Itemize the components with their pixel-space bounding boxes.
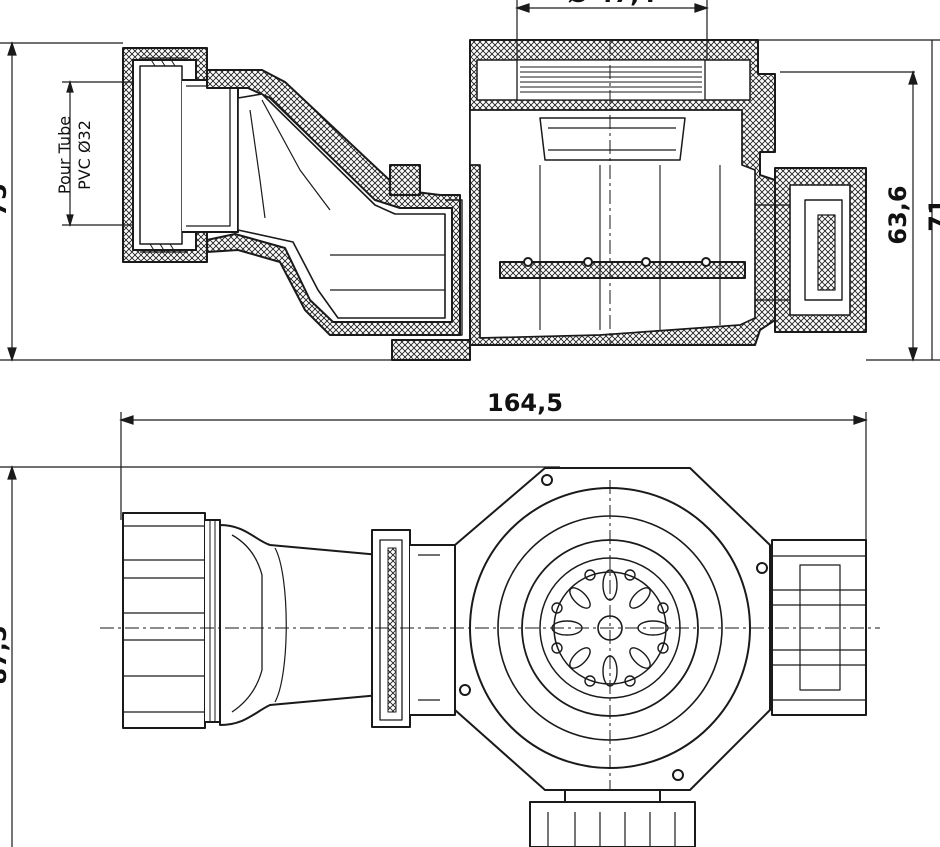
plan-view	[100, 467, 880, 847]
pipe-sleeve	[182, 79, 239, 233]
right-cap	[755, 167, 867, 333]
plan-left-nut	[122, 512, 221, 729]
mid-flange	[389, 164, 471, 361]
right-inner-height-dimension: 63,6	[884, 185, 912, 244]
pipe-note-line1: Pour Tube	[55, 116, 74, 194]
plan-elbow	[219, 524, 381, 726]
plan-body	[454, 467, 771, 791]
right-outer-height-dimension: 71	[924, 198, 940, 231]
top-width-dimension: Ø 47,4	[568, 0, 656, 8]
pipe-note-line2: PVC Ø32	[75, 120, 94, 190]
plan-flange	[371, 529, 456, 728]
drain-body	[469, 39, 776, 346]
section-dimensions	[0, 0, 940, 362]
elbow-body	[206, 69, 461, 336]
section-view	[122, 39, 867, 361]
plan-bottom-outlet	[529, 789, 696, 847]
plan-dimensions	[0, 412, 868, 847]
left-plan-height-dimension: 87,5	[0, 625, 12, 684]
left-total-height-dimension: 75	[0, 183, 12, 216]
overall-length-dimension: 164,5	[487, 389, 563, 417]
